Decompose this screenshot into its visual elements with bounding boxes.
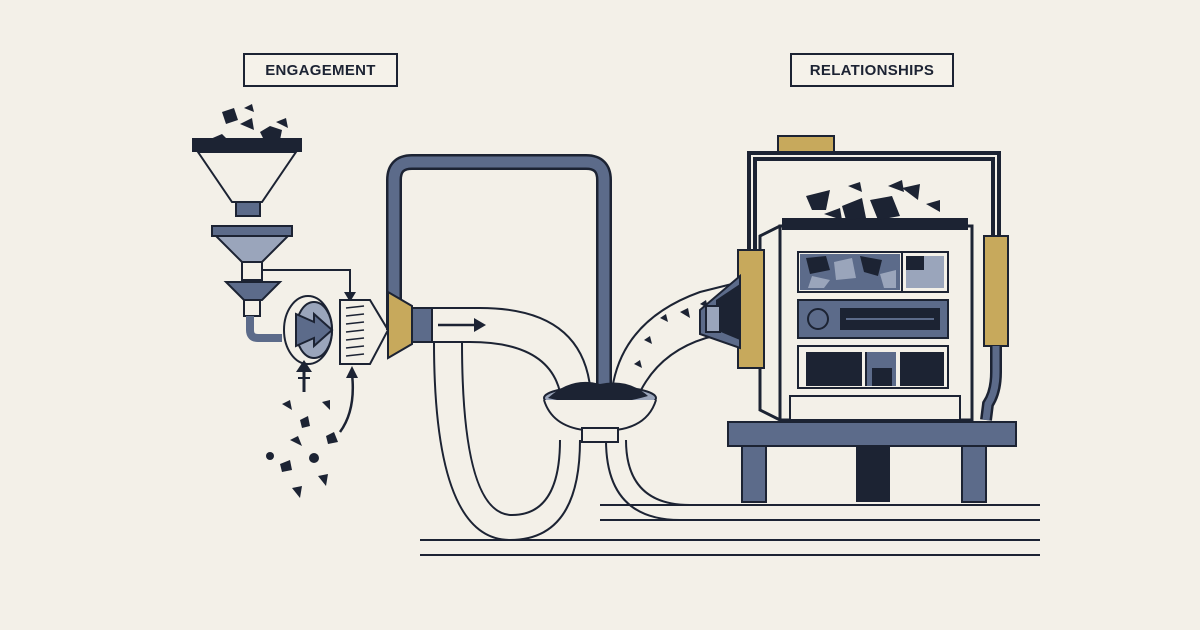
compressor-unit [338, 299, 390, 433]
flow-arrow-icon [474, 318, 486, 332]
scattered-debris [266, 400, 338, 498]
engagement-label: ENGAGEMENT [243, 53, 398, 87]
funnel-top [196, 151, 298, 203]
funnel-middle [213, 235, 291, 263]
arrow-right-icon [295, 311, 334, 349]
relationships-machine [699, 135, 1017, 503]
funnel-bottom [223, 281, 283, 301]
relationships-label: RELATIONSHIPS [790, 53, 954, 87]
collection-basin [543, 381, 657, 443]
pipe-network [386, 154, 741, 542]
funnel-rim-middle [211, 225, 293, 237]
arrow-up-icon [296, 360, 312, 372]
frame-gold-cap [777, 135, 835, 153]
floor-lines [420, 504, 1040, 556]
turbine-unit [283, 295, 334, 392]
engagement-funnels [192, 104, 356, 342]
funnel-rim-top [192, 138, 302, 152]
dial-icon [807, 308, 829, 330]
nozzle-gold [387, 290, 413, 360]
